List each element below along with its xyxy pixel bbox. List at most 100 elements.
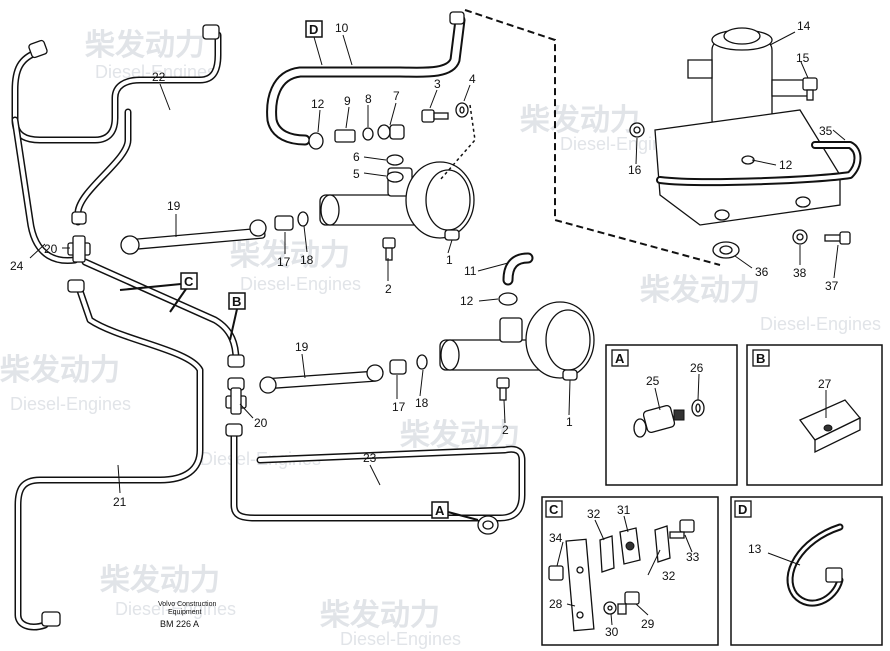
pipe-nut-24 — [67, 279, 85, 293]
ref-box-b-left: B — [228, 292, 246, 341]
watermark-cn: 柴发动力 — [640, 274, 760, 307]
callout-17-lower: 17 — [392, 400, 406, 414]
bolt-15 — [802, 77, 818, 101]
callout-38: 38 — [793, 266, 807, 280]
callout-4: 4 — [469, 72, 476, 86]
pipe-nut-top-right — [202, 24, 220, 40]
callout-1-lower: 1 — [566, 415, 573, 429]
hose-clamp-13 — [786, 523, 844, 607]
rubber-clamp-27 — [798, 399, 862, 454]
callout-36: 36 — [755, 265, 769, 279]
adapter-17-lower — [389, 354, 428, 375]
footer-company-line2: Equipment — [168, 609, 202, 616]
callout-30: 30 — [605, 625, 619, 639]
footer-block: Volvo Construction Equipment BM 226 A — [158, 601, 216, 629]
watermark-en: Diesel-Engines — [115, 599, 236, 619]
hose-11 — [498, 252, 534, 306]
ref-box-c-left: C — [119, 272, 198, 313]
brake-line-19-upper — [120, 219, 267, 255]
callout-26: 26 — [690, 361, 704, 375]
callout-19-lower: 19 — [295, 340, 309, 354]
detail-box-a: A — [605, 344, 738, 486]
callout-13: 13 — [748, 542, 762, 556]
callout-12-middle: 12 — [460, 294, 474, 308]
washer-30 — [603, 601, 617, 615]
bolt-2-upper — [382, 237, 396, 261]
svg-text:C: C — [184, 274, 194, 289]
reservoir-14 — [687, 27, 809, 147]
watermark-en: Diesel-Engines — [240, 274, 361, 294]
callout-18-lower: 18 — [415, 396, 429, 410]
washer-16 — [629, 122, 645, 138]
brake-pipe-22 — [11, 31, 222, 144]
svg-text:A: A — [435, 503, 445, 518]
callout-17-upper: 17 — [277, 255, 291, 269]
pipe-nut-23 — [225, 423, 243, 437]
pipe-nut-23-end — [477, 515, 499, 535]
detail-box-c: C — [541, 496, 719, 646]
hose-10 — [266, 11, 466, 146]
callout-1-upper: 1 — [446, 253, 453, 267]
grommet-36 — [712, 241, 740, 259]
watermark-cn: 柴发动力 — [0, 354, 120, 387]
tee-fitting-20a — [67, 235, 91, 263]
callout-33: 33 — [686, 550, 700, 564]
callout-32-right: 32 — [662, 569, 676, 583]
callout-15: 15 — [796, 51, 810, 65]
callout-14: 14 — [797, 19, 811, 33]
watermark-cn: 柴发动力 — [230, 239, 350, 272]
watermark-cn: 柴发动力 — [320, 599, 440, 632]
bolt-37 — [824, 231, 851, 245]
brake-line-19-lower — [259, 364, 384, 394]
callout-27: 27 — [818, 377, 832, 391]
callout-20-upper: 20 — [44, 242, 58, 256]
callout-8: 8 — [365, 92, 372, 106]
brake-cylinder-upper — [319, 161, 475, 241]
callout-22: 22 — [152, 70, 166, 84]
callout-34: 34 — [549, 531, 563, 545]
callout-18-upper: 18 — [300, 253, 314, 267]
bolt-2-lower — [496, 377, 510, 401]
fittings-6-to-12 — [308, 124, 405, 183]
callout-numbers: 10 22 24 19 20 17 18 2 1 12 9 8 7 6 5 3 … — [10, 19, 839, 639]
bracket-35 — [654, 109, 862, 226]
washer-38 — [792, 229, 808, 245]
bolt-3 — [421, 109, 449, 123]
box-label-c: C — [549, 502, 559, 517]
clamp-plate-28 — [565, 538, 595, 632]
watermark-cn: 柴发动力 — [85, 29, 205, 62]
detail-box-b: B — [746, 344, 883, 486]
tee-fitting-20b — [225, 387, 247, 415]
pipe-nut-bottom-left — [41, 611, 61, 627]
callout-19-upper: 19 — [167, 199, 181, 213]
watermark-layer: 柴发动力 Diesel-Engines 柴发动力 Diesel-Engines … — [0, 29, 881, 649]
pipe-nut-22-lower — [71, 211, 87, 225]
ref-box-d-top: D — [305, 20, 323, 66]
callout-32-top: 32 — [587, 507, 601, 521]
callout-6: 6 — [353, 150, 360, 164]
svg-text:D: D — [309, 22, 318, 37]
callout-11: 11 — [464, 264, 477, 278]
svg-text:B: B — [232, 294, 241, 309]
callout-23: 23 — [363, 451, 377, 465]
brake-pipe-24 — [11, 108, 132, 264]
watermark-cn: 柴发动力 — [520, 104, 640, 137]
washer-4 — [455, 102, 469, 118]
dashed-reference-line — [439, 9, 721, 266]
pipe-nut-top-left — [28, 39, 48, 59]
pipe-nut-c-end — [227, 354, 245, 391]
callout-20-lower: 20 — [254, 416, 268, 430]
callout-10: 10 — [335, 21, 349, 35]
callout-5: 5 — [353, 167, 360, 181]
bolt-33 — [669, 519, 695, 539]
callout-24: 24 — [10, 259, 24, 273]
bolt-29 — [617, 591, 640, 615]
adapter-17-upper — [274, 211, 309, 231]
callout-31: 31 — [617, 503, 631, 517]
callout-28: 28 — [549, 597, 563, 611]
watermark-en: Diesel-Engines — [340, 629, 461, 649]
callout-35: 35 — [819, 124, 833, 138]
watermark-en: Diesel-Engines — [560, 134, 681, 154]
ref-box-a-bottom: A — [431, 501, 479, 521]
